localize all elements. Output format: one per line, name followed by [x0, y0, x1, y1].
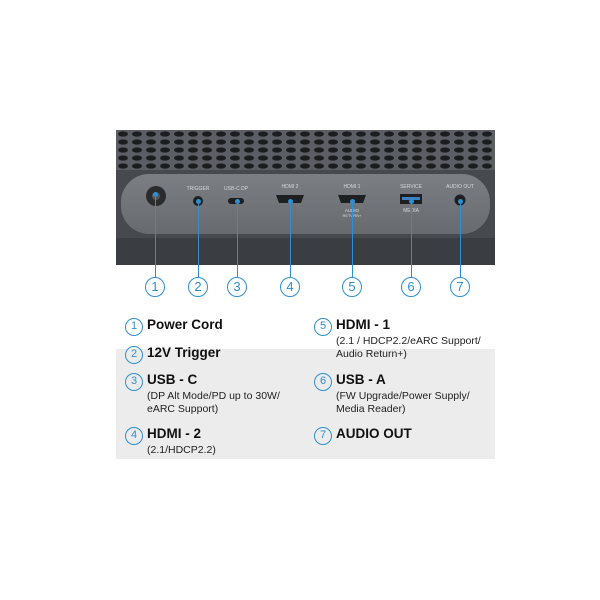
label-hdmi2: HDMI 2: [282, 184, 299, 190]
legend-title: USB - A: [336, 372, 386, 387]
projector-rear-panel-photo: TRIGGER USB-C DP HDMI 2 HDMI 1 AUDIO RET…: [116, 130, 495, 265]
callout-2: 2: [188, 277, 208, 297]
label-hdmi1: HDMI 1: [344, 184, 361, 190]
legend-title: Power Cord: [147, 317, 223, 332]
legend-title: HDMI - 2: [147, 426, 201, 441]
legend-number: 5: [314, 318, 332, 336]
label-service: SERVICE: [400, 184, 423, 190]
callout-4: 4: [280, 277, 300, 297]
label-usbc: USB-C DP: [224, 186, 249, 192]
callout-3: 3: [227, 277, 247, 297]
label-audio-out: AUDIO OUT: [446, 184, 474, 190]
legend-number: 6: [314, 373, 332, 391]
connector-panel: [121, 174, 490, 234]
legend-number: 1: [125, 318, 143, 336]
legend-number: 7: [314, 427, 332, 445]
callout-5: 5: [342, 277, 362, 297]
legend-desc: (2.1 / HDCP2.2/eARC Support/ Audio Retur…: [336, 335, 481, 360]
callout-1: 1: [145, 277, 165, 297]
legend-number: 2: [125, 346, 143, 364]
legend-title: 12V Trigger: [147, 345, 221, 360]
legend-number: 3: [125, 373, 143, 391]
legend-desc: (2.1/HDCP2.2): [147, 444, 216, 456]
legend-title: HDMI - 1: [336, 317, 390, 332]
legend-title: USB - C: [147, 372, 198, 387]
legend-desc: (FW Upgrade/Power Supply/ Media Reader): [336, 390, 470, 415]
legend-title: AUDIO OUT: [336, 426, 412, 441]
label-trigger: TRIGGER: [187, 186, 210, 192]
callout-6: 6: [401, 277, 421, 297]
legend-number: 4: [125, 427, 143, 445]
callout-7: 7: [450, 277, 470, 297]
legend-desc: (DP Alt Mode/PD up to 30W/ eARC Support): [147, 390, 280, 415]
legend-background: [116, 349, 495, 459]
